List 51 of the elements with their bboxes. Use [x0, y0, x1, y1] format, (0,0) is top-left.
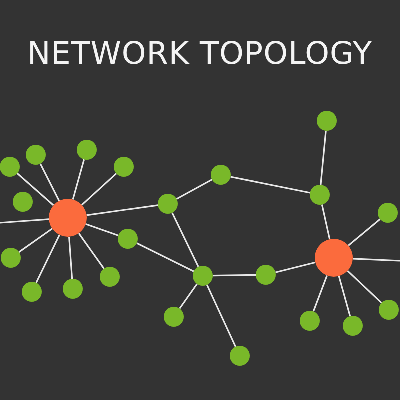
connector-line	[40, 164, 60, 202]
connector-line	[86, 204, 158, 216]
connector-line	[347, 270, 382, 304]
connector-line	[16, 173, 54, 206]
network-node	[100, 267, 120, 287]
network-node	[310, 185, 330, 205]
network-node	[317, 111, 337, 131]
connector-line	[176, 179, 213, 200]
network-node	[256, 265, 276, 285]
network-node	[300, 311, 320, 331]
network-node	[379, 300, 399, 320]
network-node	[13, 192, 33, 212]
connector-line	[338, 276, 352, 317]
connector-line	[230, 176, 310, 194]
network-node	[118, 229, 138, 249]
network-node	[114, 157, 134, 177]
connector-line	[320, 130, 327, 186]
connector-line	[276, 262, 316, 274]
connector-line	[212, 274, 256, 277]
network-node	[343, 316, 363, 336]
connector-line	[78, 233, 105, 270]
network-node	[230, 346, 250, 366]
connector-line	[136, 242, 194, 272]
hub-node	[49, 199, 87, 237]
connector-line	[172, 212, 200, 268]
network-node	[77, 140, 97, 160]
network-node	[378, 203, 398, 223]
connector-line	[72, 159, 86, 200]
connector-line	[352, 258, 400, 262]
connector-line	[348, 218, 381, 246]
network-node	[26, 145, 46, 165]
connector-line	[36, 234, 60, 284]
network-node	[0, 157, 20, 177]
network-node	[1, 248, 21, 268]
connector-line	[18, 228, 53, 253]
hub-node	[315, 239, 353, 277]
connector-line	[0, 218, 50, 224]
connector-line	[206, 284, 237, 348]
connector-line	[312, 276, 328, 312]
network-node	[211, 165, 231, 185]
connector-line	[86, 224, 119, 236]
network-node	[193, 266, 213, 286]
connector-line	[68, 236, 74, 280]
network-node	[22, 282, 42, 302]
connector-line	[81, 173, 118, 206]
network-node	[158, 194, 178, 214]
connector-line	[321, 204, 331, 240]
connector-line	[179, 284, 198, 310]
title: NETWORK TOPOLOGY	[28, 36, 372, 74]
network-node	[63, 279, 83, 299]
network-node	[164, 307, 184, 327]
